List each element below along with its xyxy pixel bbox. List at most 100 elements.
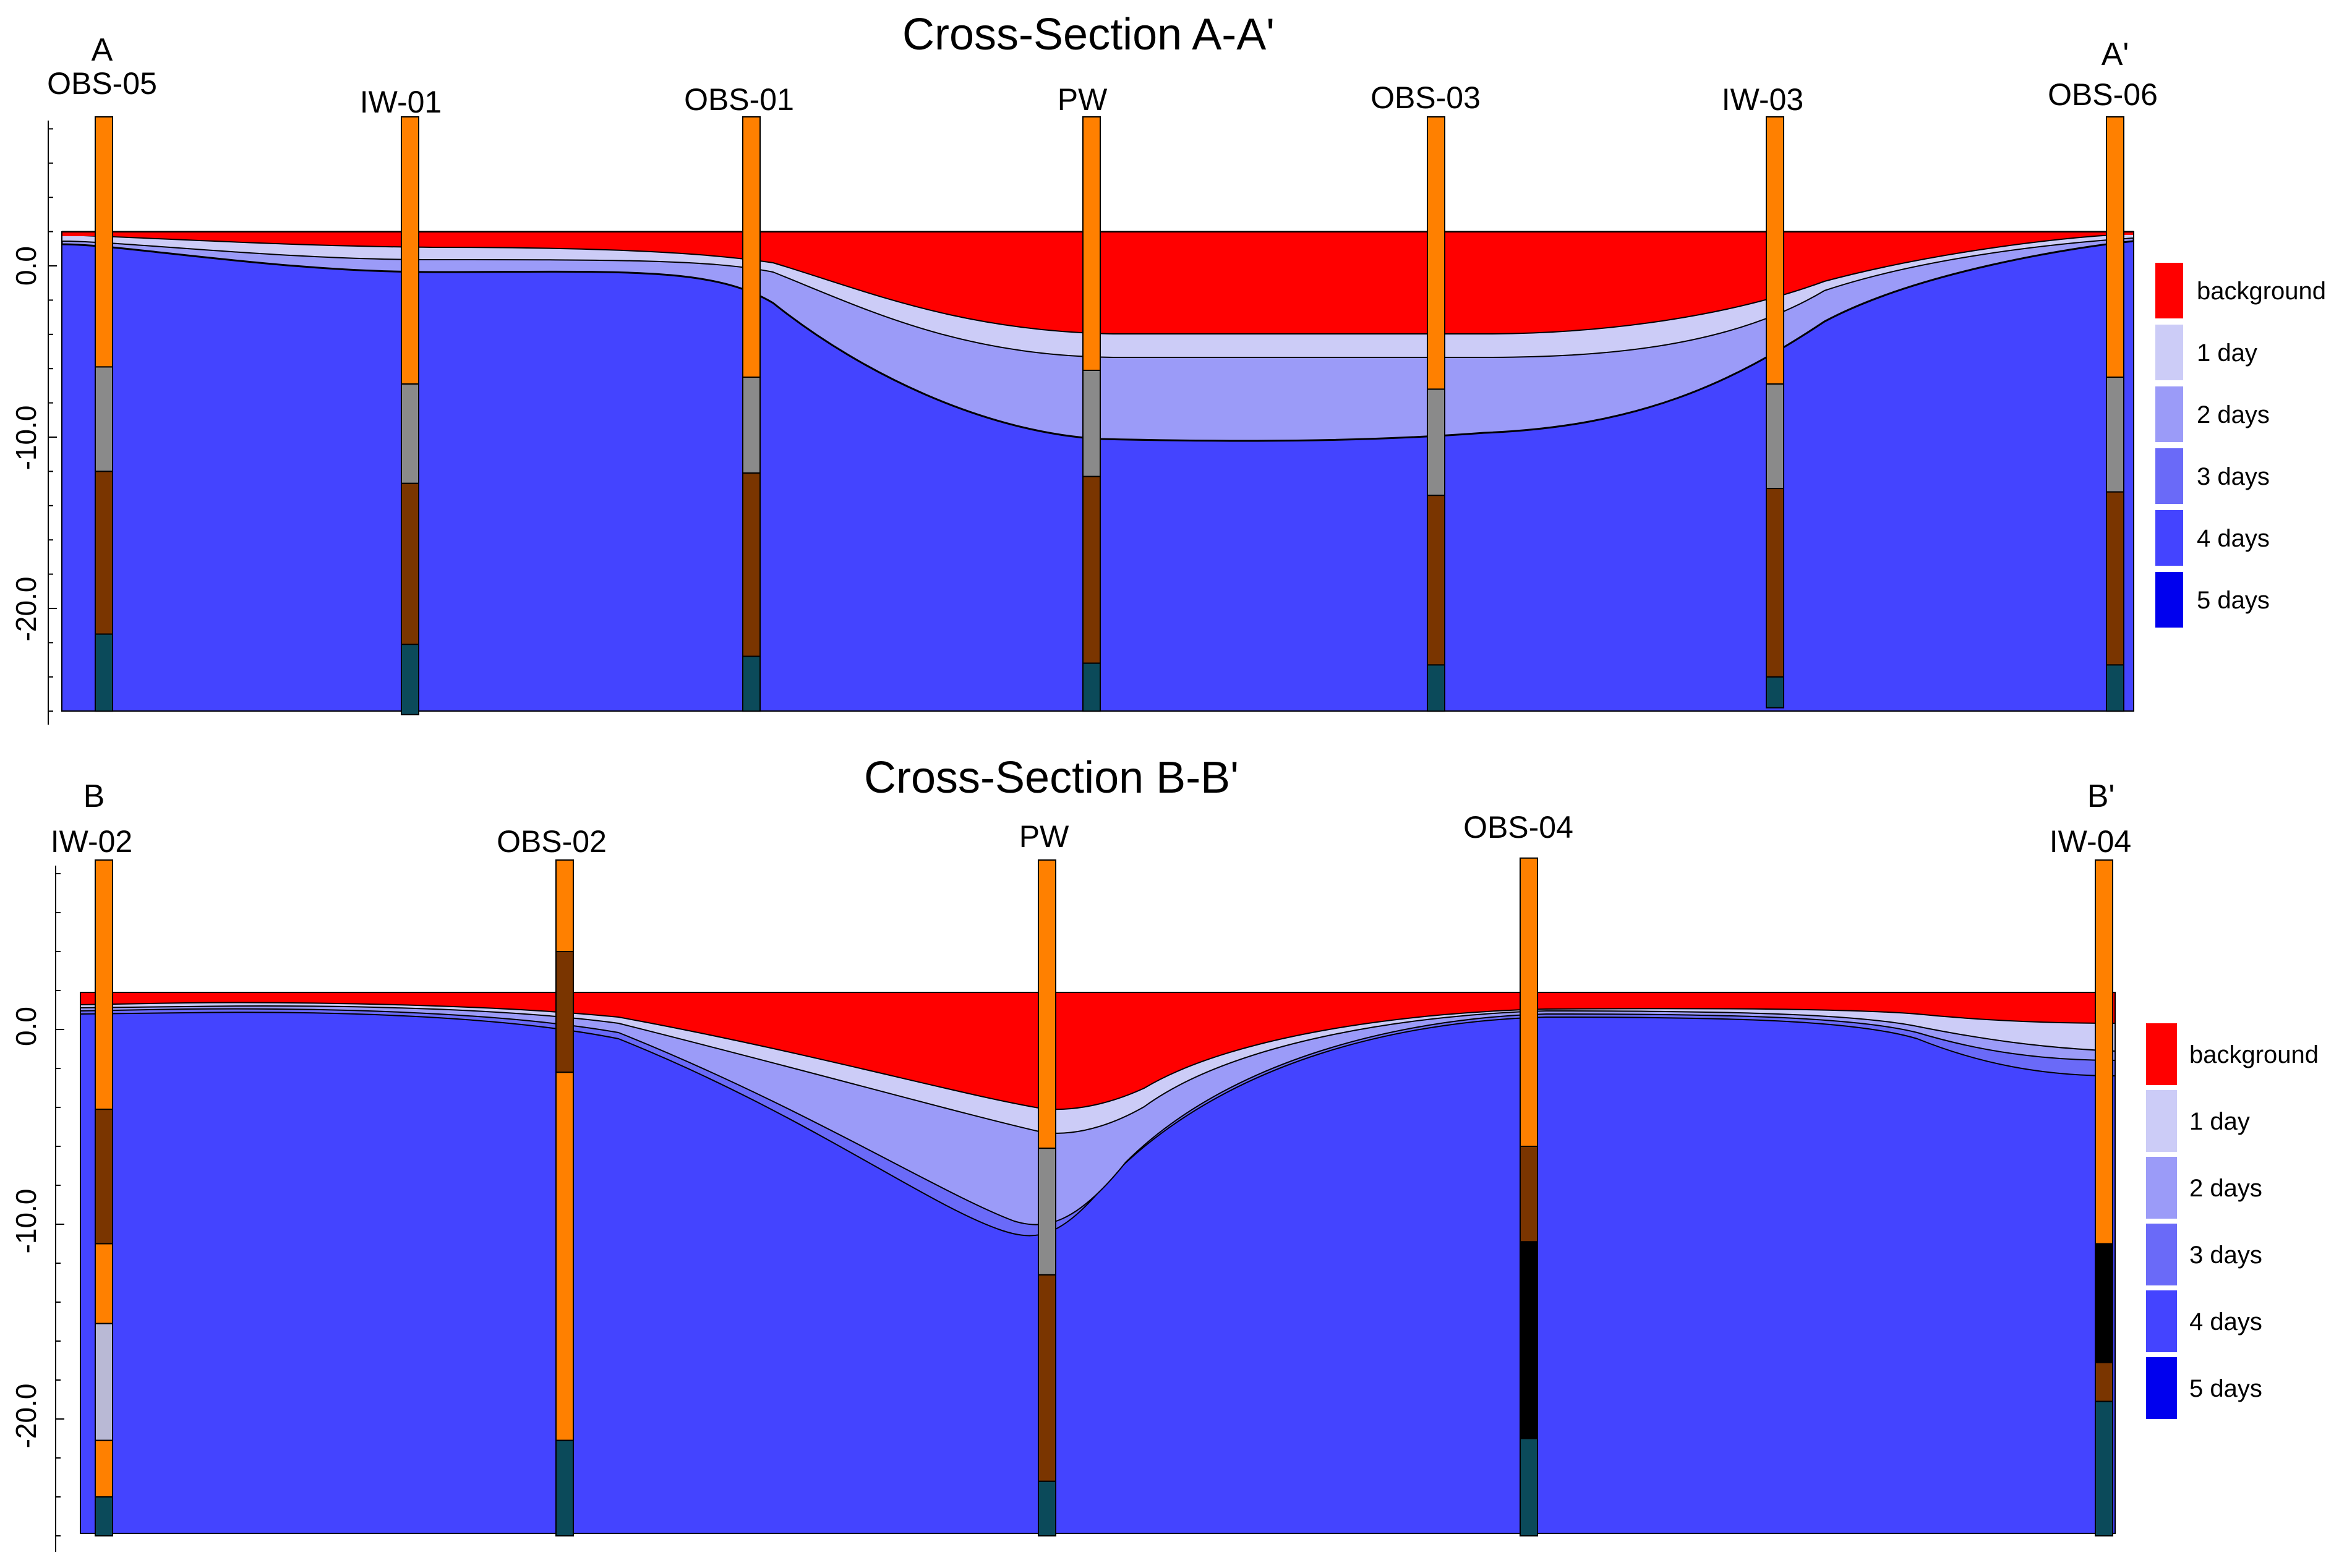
well-segment-casing [1427, 116, 1445, 390]
well-segment-brown [2095, 1361, 2113, 1402]
well-label: OBS-01 [684, 82, 794, 117]
well-segment-black [2095, 1243, 2113, 1363]
well-segment-brown [1427, 495, 1445, 666]
well-obs-04: OBS-04 [1463, 810, 1573, 1536]
well-iw-04: IW-04 [2050, 824, 2131, 1536]
well-segment-screen-gray [1038, 1148, 1056, 1276]
well-segment-screen-gray [1082, 369, 1101, 477]
well-segment-teal [1520, 1438, 1538, 1536]
cross-section-a: Cross-Section A-A' A A' 0.0 -10.0 -20.0 … [10, 10, 2326, 725]
legend-label-4-days: 4 days [2197, 525, 2270, 552]
legend-label-background: background [2189, 1041, 2319, 1068]
well-label: PW [1019, 819, 1069, 854]
well-segment-brown [95, 471, 113, 635]
well-segment-brown [401, 482, 419, 646]
well-label: OBS-02 [497, 824, 607, 859]
well-segment-screen-gray [95, 366, 113, 472]
well-label: IW-04 [2050, 824, 2131, 859]
legend-swatch-4-days [2146, 1290, 2177, 1352]
well-segment-teal [1038, 1480, 1056, 1537]
well-segment-teal [95, 1496, 113, 1536]
y-tick-label-0: 0.0 [10, 246, 42, 286]
well-segment-brown [742, 472, 761, 657]
well-obs-05: OBS-05 [47, 66, 157, 712]
well-label: OBS-03 [1370, 80, 1481, 115]
well-pw: PW [1058, 82, 1108, 712]
well-label: OBS-06 [2048, 77, 2158, 112]
well-segment-brown [1766, 488, 1784, 678]
well-label: OBS-04 [1463, 810, 1573, 845]
background-zone [80, 992, 2115, 1110]
well-segment-casing [95, 116, 113, 368]
legend-swatch-1-day [2155, 325, 2183, 380]
well-obs-02: OBS-02 [497, 824, 607, 1536]
well-iw-02: IW-02 [51, 824, 132, 1536]
well-segment-light-gray [95, 1323, 113, 1441]
well-segment-teal [742, 655, 761, 712]
day4-zone [80, 992, 2115, 1533]
section-a-legend: background 1 day 2 days 3 days 4 days 5 … [2155, 263, 2326, 628]
legend-swatch-2-days [2146, 1157, 2177, 1219]
well-segment-casing [1082, 116, 1101, 371]
well-segment-screen-gray [1427, 388, 1445, 496]
well-segment-casing [742, 116, 761, 378]
well-segment-teal [95, 633, 113, 712]
y-tick-label-neg10: -10.0 [10, 1189, 42, 1254]
legend-swatch-5-days [2146, 1357, 2177, 1419]
section-b-plume [80, 992, 2115, 1533]
section-a-y-axis: 0.0 -10.0 -20.0 [10, 121, 57, 725]
legend-swatch-1-day [2146, 1090, 2177, 1152]
section-a-wells: OBS-05 IW-01 OBS-01 PW OBS-03 IW-03 [47, 66, 2158, 715]
well-segment-brown [1038, 1274, 1056, 1482]
legend-label-3-days: 3 days [2197, 463, 2270, 490]
section-a-end-label: A' [2102, 36, 2129, 72]
legend-label-1-day: 1 day [2197, 339, 2257, 367]
well-label: IW-01 [360, 85, 442, 119]
well-segment-black [1520, 1241, 1538, 1439]
well-segment-screen-gray [742, 377, 761, 474]
well-segment-teal [1427, 664, 1445, 712]
well-segment-casing [1038, 859, 1056, 1149]
section-a-start-label: A [92, 32, 113, 68]
legend-label-5-days: 5 days [2197, 587, 2270, 614]
y-tick-label-0: 0.0 [10, 1007, 42, 1046]
legend-swatch-4-days [2155, 510, 2183, 566]
well-segment-casing [2095, 859, 2113, 1245]
section-b-start-label: B [83, 778, 105, 814]
well-segment-casing [95, 859, 113, 1110]
legend-label-1-day: 1 day [2189, 1108, 2250, 1135]
section-b-title: Cross-Section B-B' [864, 753, 1239, 803]
section-b-wells: IW-02 OBS-02 PW OBS-04 IW-04 [51, 810, 2131, 1537]
well-obs-01: OBS-01 [684, 82, 794, 712]
well-segment-brown [1082, 475, 1101, 664]
legend-swatch-3-days [2146, 1224, 2177, 1285]
well-segment-teal [1082, 662, 1101, 712]
legend-label-2-days: 2 days [2189, 1175, 2262, 1202]
well-segment-screen-gray [1766, 383, 1784, 490]
well-obs-06: OBS-06 [2048, 77, 2158, 712]
legend-label-3-days: 3 days [2189, 1242, 2262, 1269]
well-segment-brown [555, 951, 574, 1073]
legend-label-5-days: 5 days [2189, 1375, 2262, 1402]
y-tick-label-neg20: -20.0 [10, 577, 42, 642]
well-segment-casing [2106, 116, 2124, 378]
y-tick-label-neg20: -20.0 [10, 1384, 42, 1449]
well-segment-teal [401, 644, 419, 715]
well-pw: PW [1019, 819, 1069, 1537]
well-segment-casing [555, 859, 574, 952]
section-b-legend: background 1 day 2 days 3 days 4 days 5 … [2146, 1023, 2319, 1419]
well-iw-01: IW-01 [360, 85, 442, 715]
well-iw-03: IW-03 [1722, 82, 1803, 709]
well-segment-casing [401, 116, 419, 385]
well-segment-teal [555, 1439, 574, 1536]
well-segment-casing [1520, 857, 1538, 1148]
legend-label-4-days: 4 days [2189, 1308, 2262, 1336]
well-segment-teal [2095, 1400, 2113, 1536]
well-label: PW [1058, 82, 1108, 117]
legend-label-2-days: 2 days [2197, 401, 2270, 428]
well-segment-casing [95, 1243, 113, 1324]
y-tick-label-neg10: -10.0 [10, 406, 42, 471]
legend-swatch-2-days [2155, 386, 2183, 442]
well-segment-casing [555, 1072, 574, 1441]
legend-swatch-background [2155, 263, 2183, 318]
